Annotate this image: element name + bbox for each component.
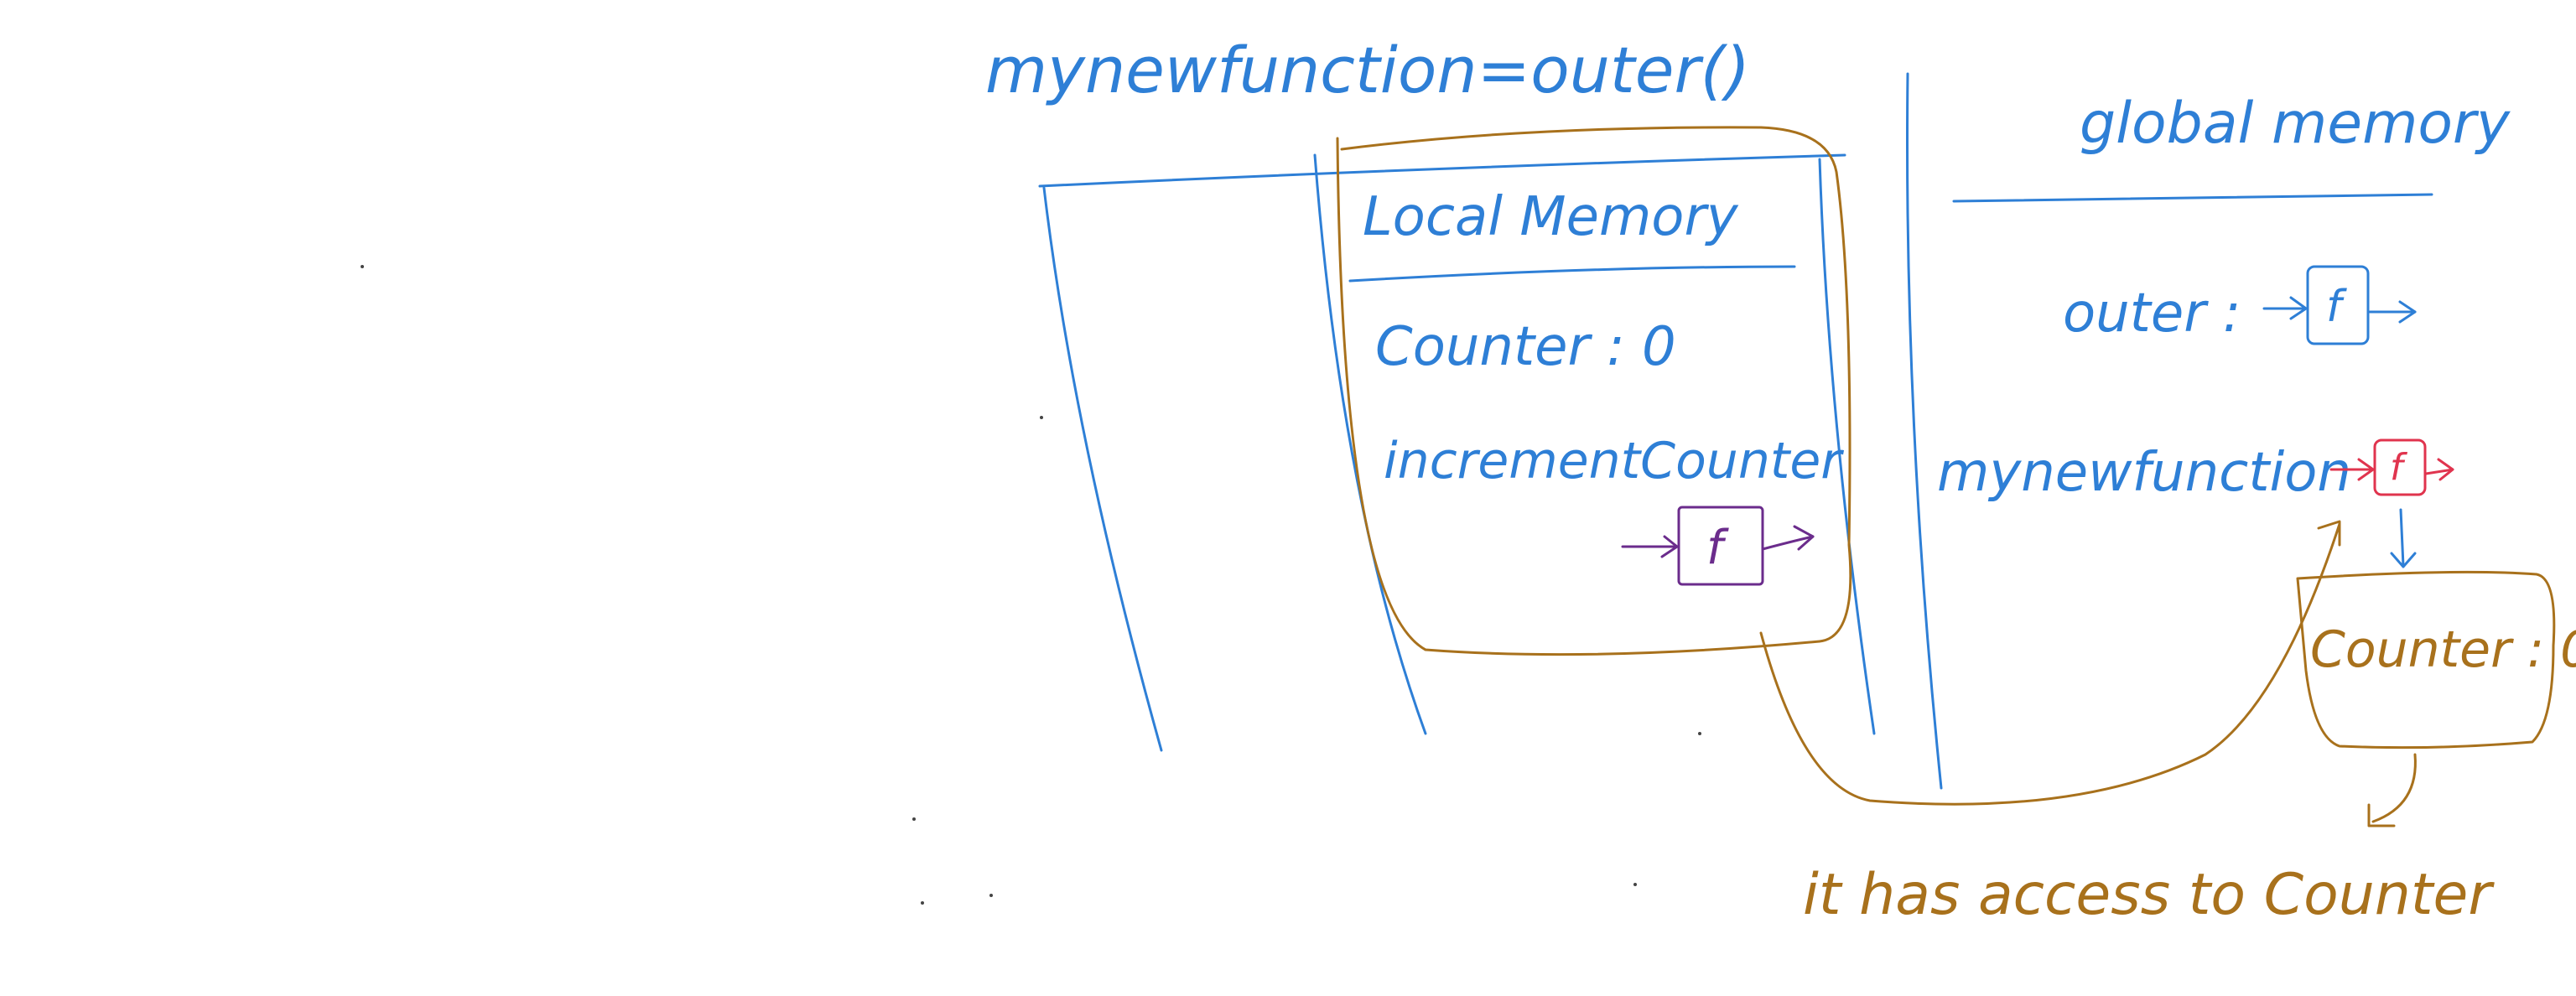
backpack-box: Counter : 0 [2296,570,2576,750]
annotation-text: it has access to Counter [1803,862,2495,928]
memory-divider [1906,72,1943,790]
closure-to-global-arrow [1759,520,2341,806]
global-outer-label: outer : [2063,283,2241,345]
local-memory-heading: Local Memory [1363,186,1739,248]
global-memory-heading: global memory [2080,91,2511,157]
execution-context-frame [1038,153,1876,752]
local-memory-dividers [1348,265,1796,283]
stray-marks [361,265,1701,905]
global-outer-function-box: f [2262,265,2417,345]
global-mynewfunction-label: mynewfunction [1937,442,2351,504]
diagram-title: mynewfunction=outer() [985,33,1750,107]
global-outer-f-symbol: f [2326,282,2347,332]
global-mynewfunction-f-symbol: f [2390,446,2408,489]
function-to-backpack-arrow [2390,508,2417,568]
local-memory-counter: Counter : 0 [1375,316,1676,378]
increment-counter-f-symbol: f [1706,521,1729,575]
local-memory-increment-counter: incrementCounter [1384,432,1844,490]
closure-boundary [1336,126,1852,656]
backpack-counter-text: Counter : 0 [2310,620,2576,679]
global-memory-underline [1952,193,2433,203]
backpack-to-annotation-arrow [2367,753,2417,827]
increment-counter-function-box: f [1621,506,1815,586]
